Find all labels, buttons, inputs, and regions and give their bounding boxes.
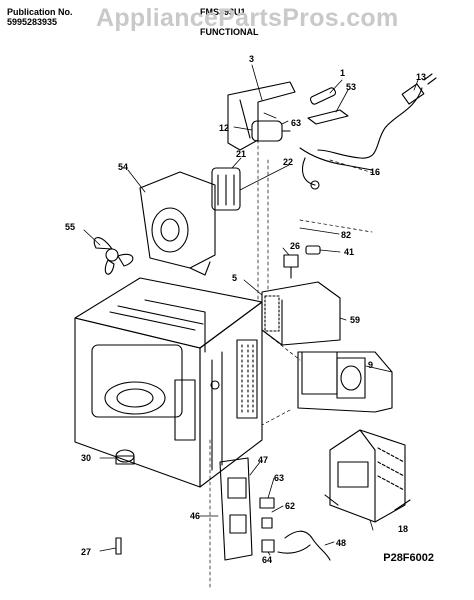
callout-26: 26 [290,241,300,251]
callout-12: 12 [219,123,229,133]
switch-bracket-46-drawing [219,457,275,561]
callout-46: 46 [190,511,200,521]
callout-30: 30 [81,453,91,463]
callout-53: 53 [346,82,356,92]
thermal-cutout-drawing [283,245,321,279]
callout-48: 48 [336,538,346,548]
figure-code: P28F6002 [383,552,434,564]
callout-59: 59 [350,315,360,325]
callout-63-bottom: 63 [274,473,284,483]
fan-frame-54-drawing [139,171,216,276]
callout-16: 16 [370,167,380,177]
power-cord-13-drawing [317,73,437,159]
fan-motor-21-drawing [211,167,241,211]
callout-9: 9 [368,360,373,370]
callout-41: 41 [344,247,354,257]
fan-blade-55-drawing [93,237,134,275]
publication-number: 5995283935 [7,17,58,27]
callout-27: 27 [81,547,91,557]
oven-cavity-drawing [74,277,263,488]
transformer-bracket-5-drawing [261,281,341,346]
harness-16-drawing [299,147,373,190]
callout-62: 62 [285,501,295,511]
magnetron-9-drawing [297,351,393,413]
harness-48-drawing [277,530,331,561]
callout-13: 13 [416,72,426,82]
callout-21: 21 [236,149,246,159]
callout-63-top: 63 [291,118,301,128]
watermark: AppliancePartsPros.com [96,4,399,32]
callout-82: 82 [341,230,351,240]
callout-55: 55 [65,222,75,232]
reference-lines [209,139,381,591]
callout-1: 1 [340,68,345,78]
callout-22: 22 [283,157,293,167]
section-title: FUNCTIONAL [200,27,259,37]
callout-18: 18 [398,524,408,534]
callout-5: 5 [232,273,237,283]
transformer-18-drawing [324,429,411,523]
callout-54: 54 [118,162,128,172]
diode-1-drawing [307,87,349,125]
model-number: FMS393U1 [200,7,246,17]
callout-47: 47 [258,455,268,465]
callout-64: 64 [262,555,272,565]
bracket-3-drawing [227,81,296,151]
capacitor-12-drawing [251,120,291,142]
callout-3: 3 [249,54,254,64]
fuse-30-drawing [115,449,135,555]
publication-label: Publication No. [7,7,73,17]
leader-lines [83,64,419,556]
